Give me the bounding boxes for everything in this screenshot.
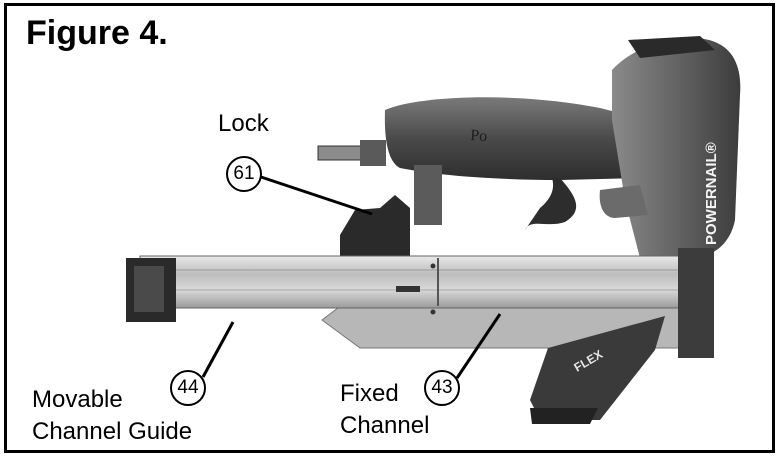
leader-line-43	[455, 313, 502, 379]
callout-44: 44	[170, 370, 206, 406]
fixed-label-line1: Fixed	[340, 380, 399, 407]
channel-rail	[139, 255, 701, 315]
lock-label: Lock	[218, 110, 269, 137]
lock-mechanism	[340, 165, 442, 258]
tool-body: Po	[384, 97, 640, 180]
movable-label-line2: Channel Guide	[32, 418, 193, 445]
svg-text:Po: Po	[470, 127, 488, 145]
callout-61: 61	[226, 156, 262, 192]
figure-title: Figure 4.	[26, 14, 168, 52]
trigger	[525, 178, 648, 230]
tool-head: POWERNAIL®	[612, 36, 741, 258]
callout-43: 43	[424, 370, 460, 406]
leader-line-44	[201, 321, 235, 378]
movable-label-line1: Movable	[32, 386, 123, 413]
end-cap	[126, 258, 176, 322]
flex-shoe: FLEX	[530, 316, 665, 424]
fixed-label-line2: Channel	[340, 412, 430, 439]
svg-text:POWERNAIL®: POWERNAIL®	[703, 142, 720, 245]
leader-line-61	[257, 174, 373, 216]
tool-nose	[678, 248, 714, 358]
air-fitting	[317, 140, 386, 166]
